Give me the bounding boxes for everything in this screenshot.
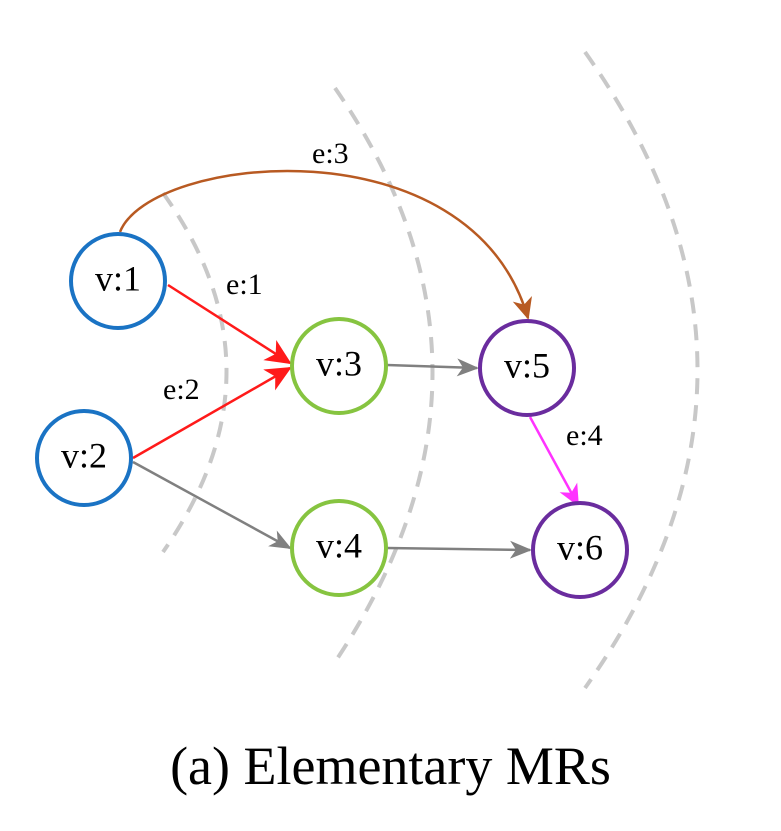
node-v2: v:2 (35, 409, 133, 507)
edge-e4 (528, 416, 580, 507)
node-v4: v:4 (290, 499, 388, 597)
node-v1: v:1 (69, 232, 167, 330)
edge-e5 (386, 358, 479, 377)
node-label: v:6 (557, 527, 603, 567)
node-label: v:3 (316, 343, 362, 383)
edge-e3 (118, 169, 532, 320)
edge-label-e4: e:4 (566, 419, 603, 452)
node-label: v:2 (61, 435, 107, 475)
layer-boundary-1 (161, 191, 229, 554)
node-label: v:5 (504, 345, 550, 385)
node-v3: v:3 (290, 317, 388, 415)
node-v5: v:5 (478, 319, 576, 417)
node-label: v:4 (316, 525, 362, 565)
edge-label-e3: e:3 (312, 137, 349, 170)
edge-e6 (132, 460, 292, 550)
edge-e1 (167, 283, 292, 365)
node-v6: v:6 (531, 501, 629, 599)
node-label: v:1 (95, 258, 141, 298)
edge-e2 (132, 366, 292, 460)
layer-boundary-2 (333, 86, 435, 664)
layer-boundary-3 (583, 50, 700, 690)
edge-label-e2: e:2 (163, 373, 200, 406)
figure-caption: (a) Elementary MRs (170, 736, 611, 796)
edge-e7 (386, 540, 532, 559)
edge-label-e1: e:1 (226, 268, 263, 301)
